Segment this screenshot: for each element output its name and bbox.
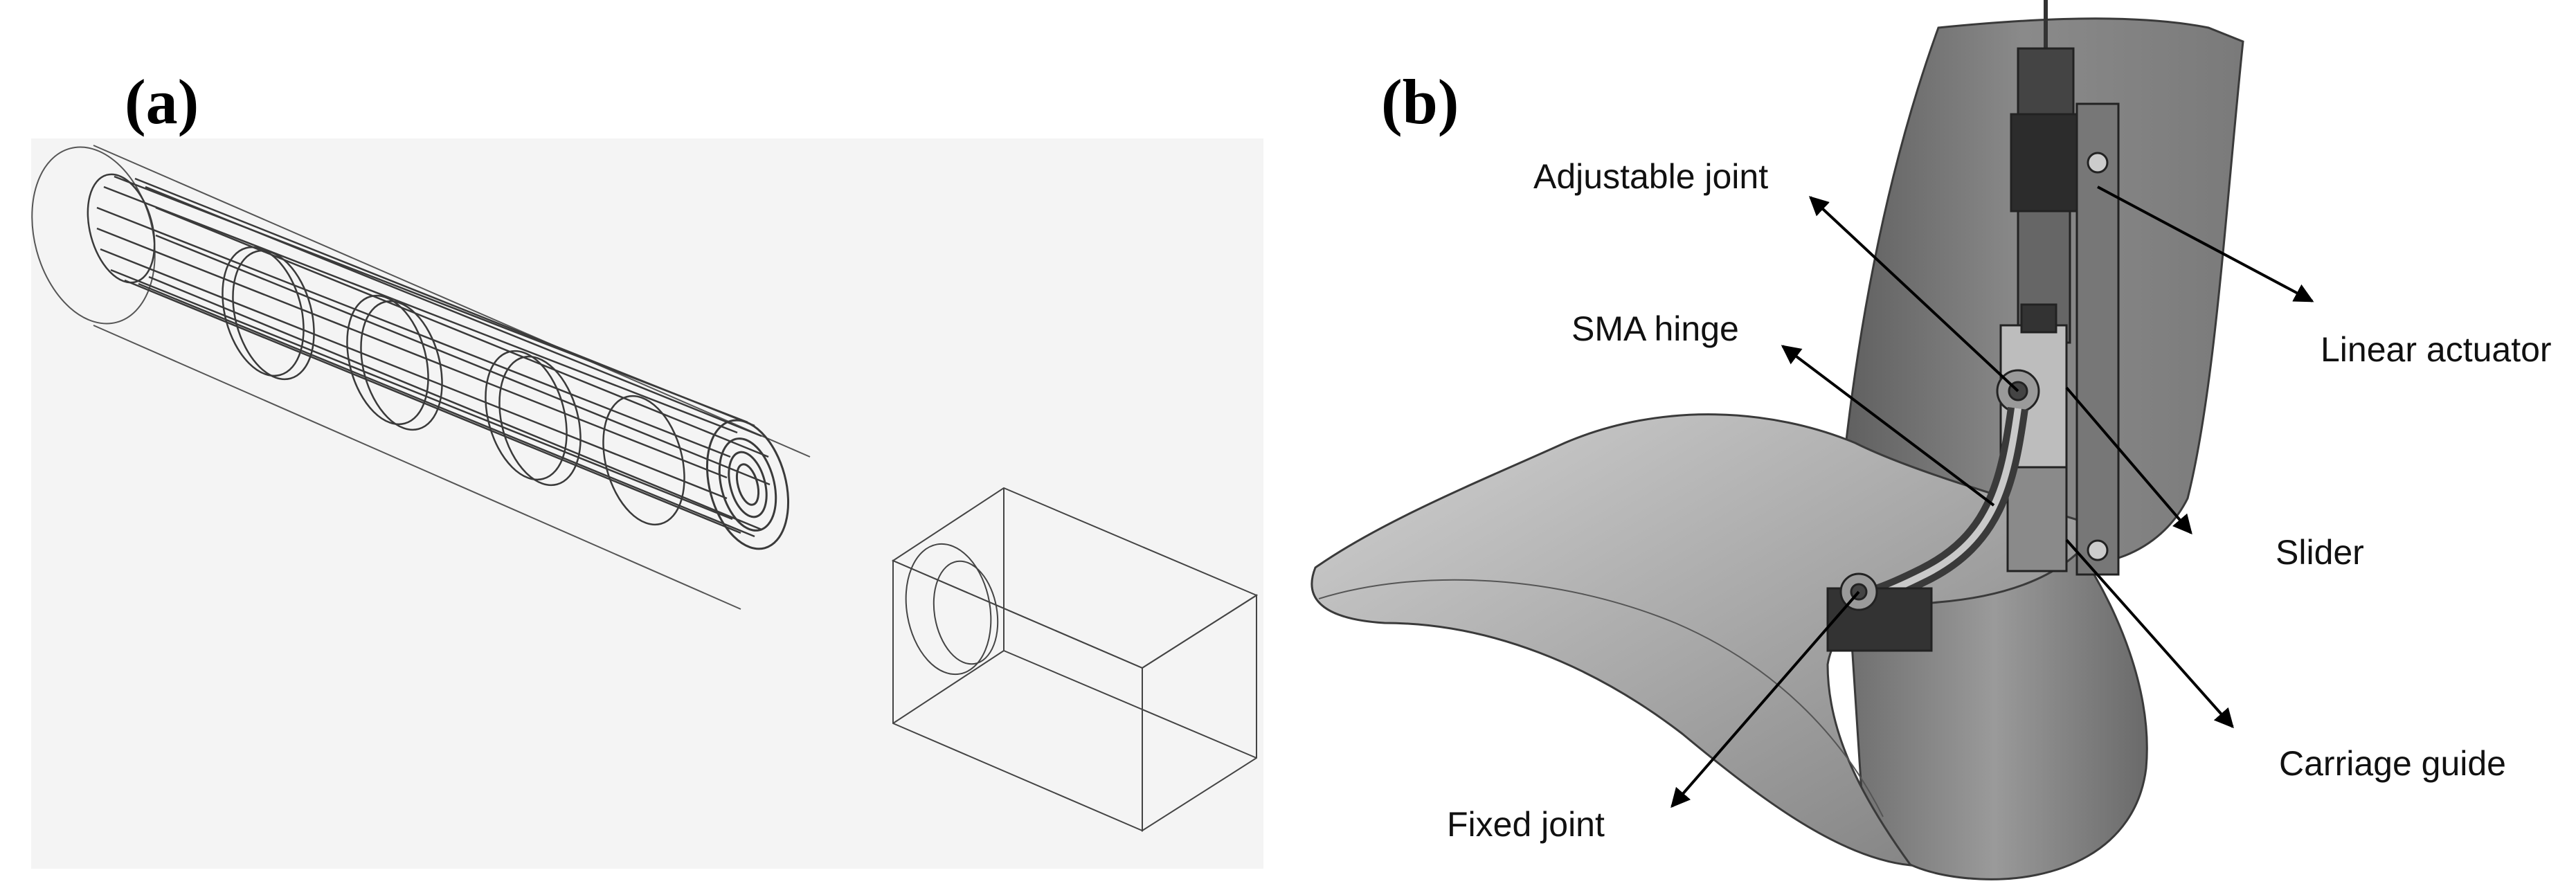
slider-carriage	[1996, 303, 2068, 572]
arrow-sma-hinge	[1781, 345, 1995, 507]
label-linear-actuator: Linear actuator	[2321, 330, 2552, 369]
panel-a-background	[31, 138, 1263, 869]
panel-b-label: (b)	[1381, 66, 1459, 137]
panel-a-label: (a)	[125, 66, 199, 137]
panel-b: Adjustable joint SMA hinge Fixed joint L…	[1310, 0, 2552, 880]
callout-arrows	[1670, 186, 2314, 808]
arrow-carriage-guide	[2065, 539, 2234, 729]
panel-a: (a)	[31, 66, 1263, 869]
label-carriage-guide: Carriage guide	[2279, 744, 2506, 783]
arrow-adjustable-joint	[1808, 196, 2019, 392]
wireframe-rod-bundle	[87, 173, 790, 550]
label-sma-hinge: SMA hinge	[1571, 309, 1739, 348]
square-coupling-block	[891, 487, 1259, 832]
label-slider: Slider	[2276, 533, 2364, 572]
arrow-linear-actuator	[2097, 186, 2314, 302]
label-adjustable-joint: Adjustable joint	[1533, 157, 1768, 196]
label-fixed-joint: Fixed joint	[1447, 805, 1605, 844]
arrow-fixed-joint	[1670, 590, 1860, 808]
arrow-slider	[2065, 386, 2192, 535]
